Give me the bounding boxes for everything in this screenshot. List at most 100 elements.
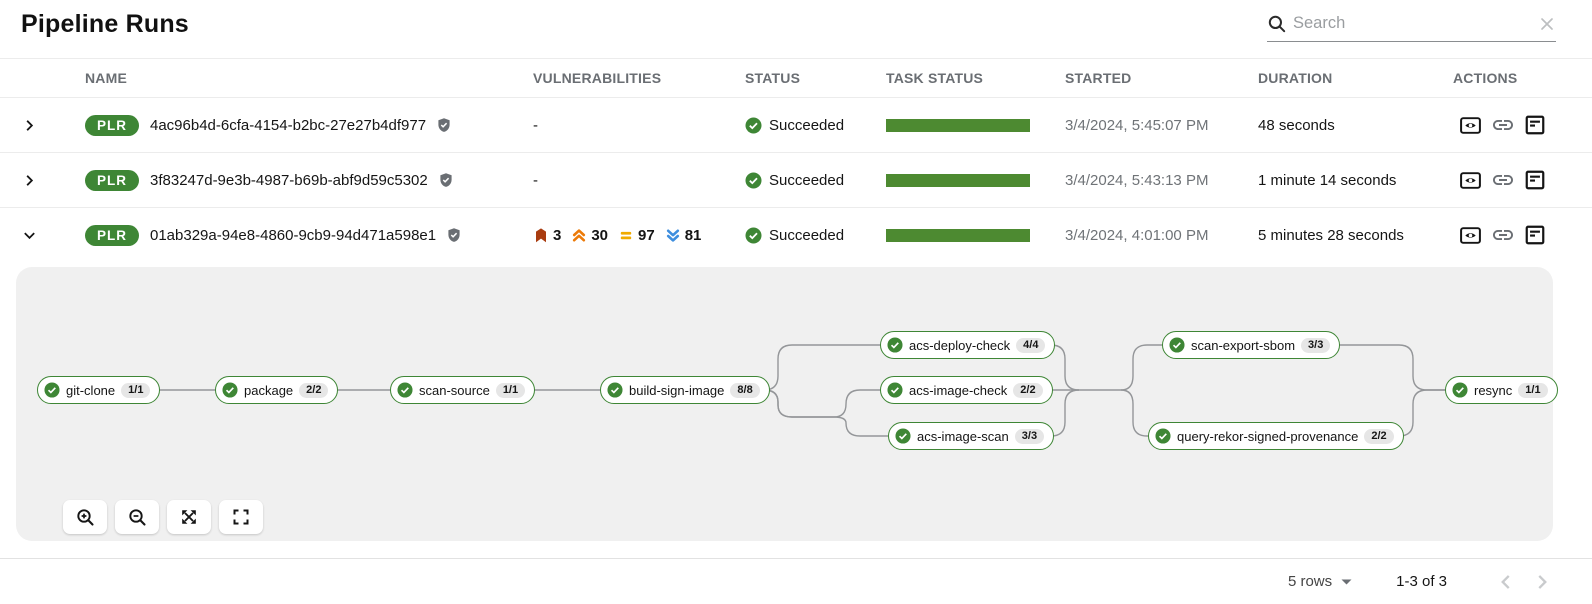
low-vulnerabilities: 81 (665, 227, 701, 244)
success-icon (222, 382, 238, 398)
chevron-left-icon (1501, 574, 1510, 589)
chevron-right-icon (26, 119, 34, 131)
task-step-count-badge: 2/2 (1364, 428, 1394, 444)
task-label: build-sign-image (629, 382, 725, 398)
success-icon (1169, 337, 1185, 353)
chevron-down-icon (24, 232, 35, 239)
pipeline-run-link[interactable]: 01ab329a-94e8-4860-9cb9-94d471a598e1 (150, 226, 437, 244)
search-box[interactable] (1267, 10, 1556, 42)
zoom-in-button[interactable] (63, 500, 107, 534)
col-started: STARTED (1065, 70, 1132, 86)
topbar: Pipeline Runs (0, 0, 1592, 58)
caret-down-icon (1341, 579, 1352, 584)
task-label: git-clone (66, 382, 116, 398)
search-input[interactable] (1287, 10, 1538, 37)
task-label: resync (1474, 382, 1513, 398)
task-step-count-badge: 2/2 (299, 382, 329, 398)
success-status-icon (745, 172, 762, 188)
task-step-count-badge: 3/3 (1014, 428, 1045, 444)
previous-page-button[interactable] (1495, 571, 1517, 593)
expand-toggle[interactable] (20, 171, 39, 190)
critical-vulnerabilities: 3 (533, 227, 561, 244)
task-label: scan-export-sbom (1191, 337, 1296, 353)
expand-arrows-icon (182, 510, 196, 524)
col-vulnerabilities: VULNERABILITIES (533, 70, 662, 86)
signed-shield-icon (440, 173, 452, 187)
eye-output-icon (1460, 226, 1481, 244)
link-icon (1493, 230, 1513, 240)
page-title: Pipeline Runs (21, 10, 189, 38)
fullscreen-button[interactable] (219, 500, 263, 534)
severity-high-icon (573, 229, 586, 242)
success-icon (895, 428, 911, 444)
task-step-count-badge: 1/1 (495, 382, 526, 398)
graph-node-build-sign-image[interactable]: build-sign-image 8/8 (600, 376, 770, 404)
graph-node-resync[interactable]: resync 1/1 (1445, 376, 1558, 404)
link-button[interactable] (1491, 168, 1515, 192)
success-icon (887, 382, 903, 398)
success-icon (397, 382, 413, 398)
col-name: NAME (85, 70, 128, 86)
graph-edge (743, 389, 896, 437)
task-status-bar (886, 173, 1030, 187)
pipeline-run-link[interactable]: 3f83247d-9e3b-4987-b69b-abf9d59c5302 (150, 171, 428, 189)
high-vulnerabilities: 30 (571, 227, 608, 244)
task-label: package (244, 382, 294, 398)
fit-to-screen-button[interactable] (167, 500, 211, 534)
status-label: Succeeded (769, 226, 845, 244)
graph-edge (1315, 344, 1453, 391)
logs-button[interactable] (1524, 169, 1546, 191)
duration-value: 1 minute 14 seconds (1258, 171, 1397, 189)
next-page-button[interactable] (1531, 571, 1553, 593)
success-icon (607, 382, 623, 398)
logs-button[interactable] (1524, 224, 1546, 246)
clear-search-icon[interactable] (1538, 15, 1556, 33)
task-step-count-badge: 1/1 (1518, 382, 1548, 398)
pipeline-run-link[interactable]: 4ac96b4d-6cfa-4154-b2bc-27e27b4df977 (150, 116, 427, 134)
eye-output-icon (1460, 116, 1481, 134)
graph-node-scan-source[interactable]: scan-source 1/1 (390, 376, 536, 404)
logs-button[interactable] (1524, 114, 1546, 136)
success-status-icon (745, 227, 762, 243)
plr-badge: PLR (85, 169, 139, 191)
started-timestamp: 3/4/2024, 5:43:13 PM (1065, 171, 1209, 189)
link-button[interactable] (1491, 223, 1515, 247)
task-step-count-badge: 8/8 (730, 382, 760, 398)
graph-edge (1025, 389, 1080, 437)
logs-icon (1525, 225, 1545, 245)
task-label: acs-image-check (909, 382, 1008, 398)
vulnerabilities-value: - (533, 116, 538, 134)
plr-badge: PLR (85, 114, 139, 136)
col-duration: DURATION (1258, 70, 1333, 86)
success-icon (1155, 428, 1171, 444)
view-output-button[interactable] (1459, 169, 1482, 192)
link-button[interactable] (1491, 113, 1515, 137)
expand-toggle[interactable] (20, 116, 39, 135)
link-icon (1493, 120, 1513, 130)
view-output-button[interactable] (1459, 224, 1482, 247)
zoom-out-icon (128, 508, 146, 526)
zoom-in-icon (76, 508, 94, 526)
expand-toggle[interactable] (20, 226, 39, 245)
graph-node-git-clone[interactable]: git-clone 1/1 (37, 376, 161, 404)
fullscreen-icon (233, 509, 249, 525)
graph-node-package[interactable]: package 2/2 (215, 376, 339, 404)
table-header-row: NAME VULNERABILITIES STATUS TASK STATUS … (0, 58, 1592, 98)
view-output-button[interactable] (1459, 114, 1482, 137)
status-label: Succeeded (769, 116, 845, 134)
task-step-count-badge: 4/4 (1016, 337, 1046, 353)
rows-per-page-select[interactable]: 5 rows (1288, 573, 1352, 590)
graph-controls (63, 500, 263, 534)
task-label: scan-source (419, 382, 490, 398)
task-step-count-badge: 1/1 (121, 382, 151, 398)
zoom-out-button[interactable] (115, 500, 159, 534)
started-timestamp: 3/4/2024, 4:01:00 PM (1065, 226, 1209, 244)
col-status: STATUS (745, 70, 801, 86)
duration-value: 5 minutes 28 seconds (1258, 226, 1404, 244)
col-actions: ACTIONS (1453, 70, 1518, 86)
